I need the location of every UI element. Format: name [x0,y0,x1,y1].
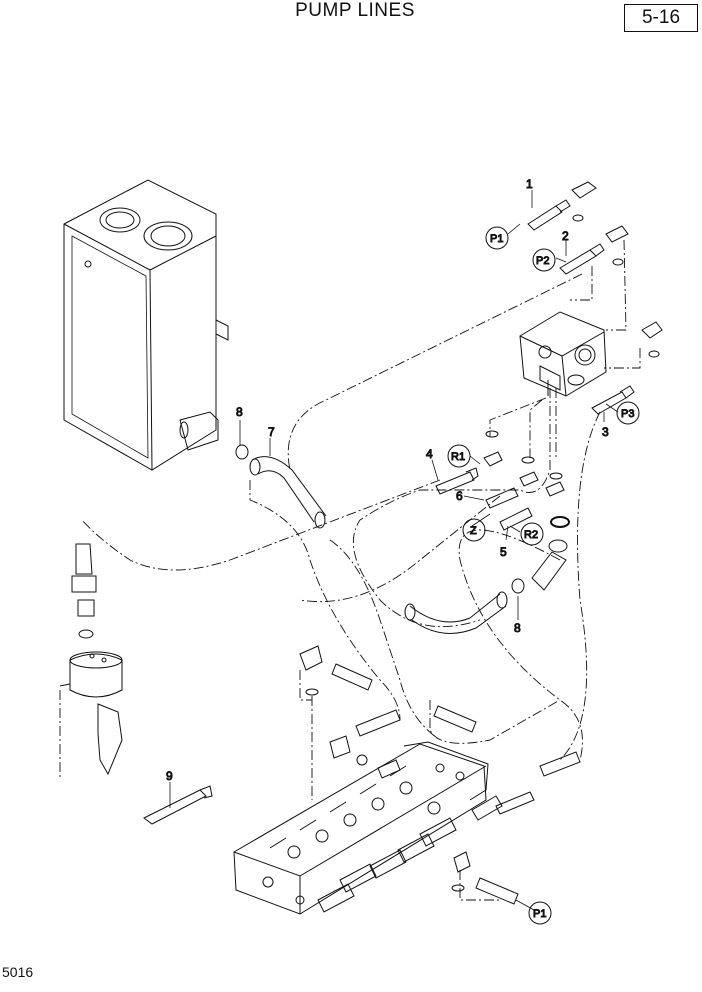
port-label-p3: P3 [621,408,634,420]
callout-1: 1 [526,177,533,191]
port-label-r2: R2 [524,529,538,541]
page-reference-box: 5-16 [624,4,698,32]
suction-hose-8 [404,539,568,634]
callout-2: 2 [562,229,569,243]
port-label-p1-upper: P1 [490,233,503,245]
left-component [59,543,123,776]
callout-8-lower: 8 [514,621,521,635]
callout-5: 5 [500,545,507,559]
hydraulic-tank [63,179,229,471]
page-title: PUMP LINES [295,0,415,21]
callout-8-upper: 8 [236,405,243,419]
cable-tie-9 [143,785,213,825]
port-label-r1: R1 [451,451,465,463]
port-label-p2: P2 [536,255,549,267]
callout-6: 6 [456,489,463,503]
main-control-valve [233,741,503,915]
port-label-z: Z [470,525,477,537]
figure-code: 5016 [2,964,34,980]
callout-3: 3 [602,425,609,439]
callout-4: 4 [426,447,433,461]
pump-pressure-fittings [527,181,663,415]
hose-clamps [235,444,525,594]
main-pump [519,311,607,397]
port-label-circles [447,226,640,925]
port-label-p1-lower: P1 [533,908,546,920]
callout-7: 7 [268,425,275,439]
valve-hose-fittings [299,645,581,905]
return-fittings [435,430,570,531]
suction-hose-7 [249,456,327,529]
leader-lines [169,190,619,911]
dash-dot-routing-lines [59,239,641,901]
callout-9: 9 [166,769,173,783]
